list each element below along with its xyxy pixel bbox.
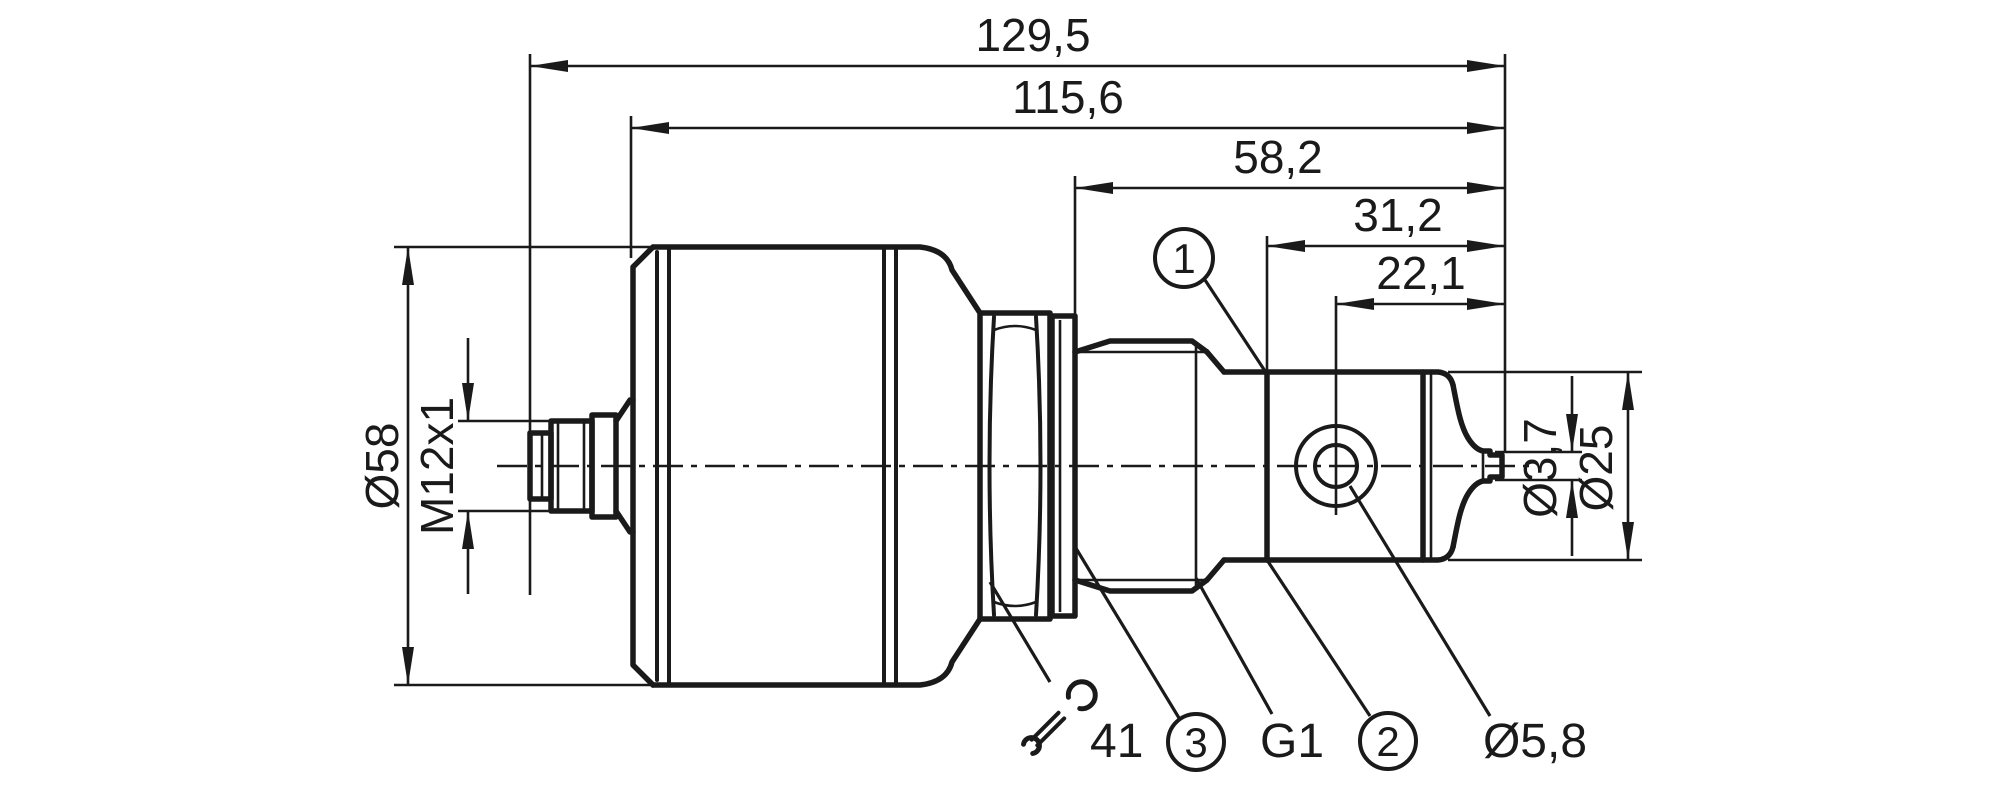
dimension-connector-thread: M12x1: [411, 338, 552, 594]
dimension-housing-length: 115,6: [629, 71, 1505, 258]
wrench-size-callout: 41: [988, 581, 1143, 768]
balloon-2-number: 2: [1376, 718, 1399, 765]
wrench-size-label: 41: [1090, 715, 1143, 768]
dimension-probe-diameter: Ø25: [1448, 370, 1642, 562]
balloon-3-leader: [1072, 544, 1181, 719]
dimension-housing-diameter: Ø58: [356, 245, 662, 687]
hole-diameter-leader: [1348, 485, 1492, 717]
part-view: [497, 244, 1532, 688]
balloon-2-leader: [1265, 559, 1372, 717]
wrench-leader: [988, 581, 1052, 683]
tip-nozzle: [1450, 382, 1505, 550]
dim-probe-diameter-value: Ø25: [1570, 425, 1622, 512]
thread-size-callout: G1: [1194, 577, 1324, 768]
balloon-3-number: 3: [1184, 719, 1207, 766]
dim-front-length-value: 58,2: [1233, 131, 1323, 183]
hole-diameter-label: Ø5,8: [1483, 715, 1587, 768]
dim-connector-thread-value: M12x1: [411, 397, 463, 535]
thread-size-leader: [1194, 577, 1274, 715]
dim-overall-length-value: 129,5: [975, 9, 1090, 61]
dimension-probe-length: 31,2: [1265, 189, 1505, 370]
balloon-1-number: 1: [1172, 235, 1195, 282]
dimension-hole-distance: 22,1: [1334, 247, 1505, 515]
balloon-2: 2: [1265, 559, 1418, 771]
balloon-1: 1: [1153, 227, 1267, 372]
dim-housing-length-value: 115,6: [1012, 71, 1124, 123]
dim-hole-distance-value: 22,1: [1376, 247, 1466, 299]
sealing-washer: [1049, 313, 1078, 619]
process-thread-g1: [1072, 338, 1227, 594]
wrench-icon: [1021, 679, 1098, 756]
dimension-overall-length: 129,5: [528, 9, 1507, 595]
housing-body: [630, 244, 983, 688]
balloon-1-leader: [1203, 279, 1267, 372]
dim-tip-diameter-value: Ø3,7: [1514, 418, 1566, 518]
dim-probe-length-value: 31,2: [1353, 189, 1443, 241]
hex-nut: [977, 310, 1053, 622]
balloon-3: 3: [1072, 544, 1226, 772]
hole-diameter-callout: Ø5,8: [1348, 485, 1587, 768]
dim-housing-diameter-value: Ø58: [356, 423, 408, 510]
dimension-tip-diameter: Ø3,7: [1495, 376, 1582, 556]
dimension-front-length: 58,2: [1073, 131, 1505, 314]
thread-size-label: G1: [1260, 715, 1324, 768]
